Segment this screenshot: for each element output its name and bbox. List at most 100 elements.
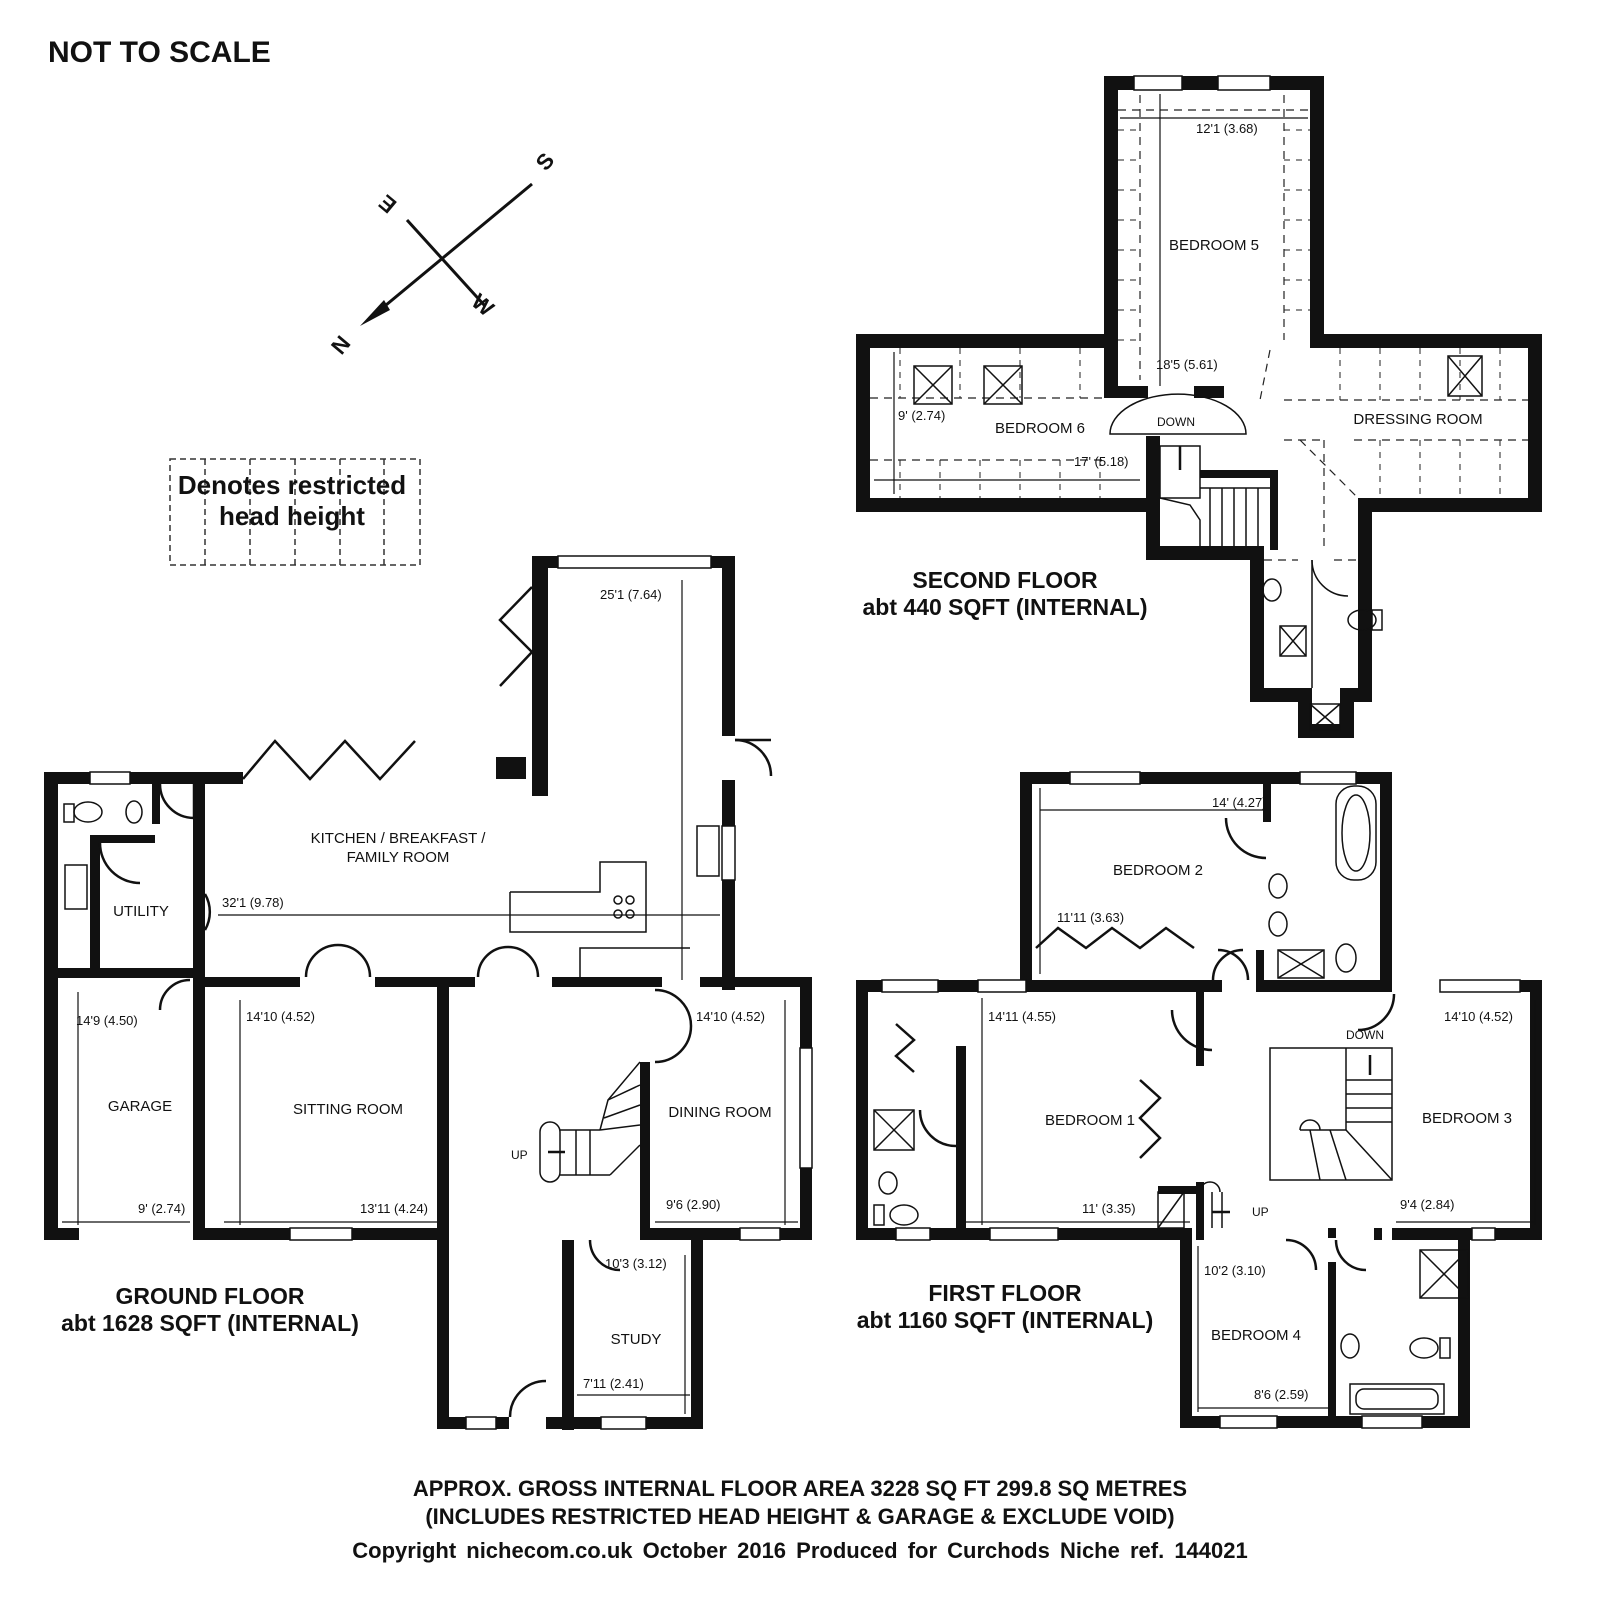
toilet-icon [73, 801, 103, 823]
footer-includes-line: (INCLUDES RESTRICTED HEAD HEIGHT & GARAG… [425, 1504, 1175, 1529]
bath-icon [1349, 1383, 1445, 1415]
dim-bed2-height: 11'11 (3.63) [1057, 910, 1124, 925]
dim-bed4-height: 10'2 (3.10) [1204, 1263, 1266, 1278]
first-floor-walls [856, 772, 1542, 1428]
compass-w: W [467, 289, 499, 322]
second-floor-dimension-lines [874, 94, 1308, 494]
room-label-utility: UTILITY [113, 903, 169, 920]
footer-copyright-line: Copyright nichecom.co.uk October 2016 Pr… [352, 1538, 1248, 1563]
stairs-up-label: UP [1252, 1205, 1269, 1219]
dim-bed1-width: 11' (3.35) [1082, 1201, 1136, 1216]
compass-s: S [531, 148, 560, 175]
skylight-icon [1447, 355, 1483, 397]
ground-floor-walls [44, 556, 812, 1430]
legend-line1: Denotes restricted [177, 470, 407, 500]
shower-icon [1277, 949, 1325, 979]
first-floor-plan: BEDROOM 2 BEDROOM 1 BEDROOM 3 BEDROOM 4 … [856, 771, 1542, 1429]
room-label-bedroom3: BEDROOM 3 [1422, 1110, 1512, 1127]
skylight-icon [983, 365, 1023, 405]
compass: S E W N [326, 148, 559, 359]
room-label-bedroom1: BEDROOM 1 [1045, 1112, 1135, 1129]
room-label-kitchen-line2: FAMILY ROOM [347, 849, 450, 866]
dim-study-width: 7'11 (2.41) [583, 1376, 644, 1391]
dim-bed2-width: 14' (4.27) [1212, 795, 1267, 810]
ground-floor-windows [89, 555, 813, 1430]
dim-sitting-height: 14'10 (4.52) [246, 1009, 315, 1024]
kitchen-island [509, 861, 647, 933]
room-label-garage: GARAGE [108, 1098, 172, 1115]
room-label-study: STUDY [611, 1331, 662, 1348]
toilet-icon [1347, 609, 1377, 631]
stairs-up-label: UP [511, 1148, 528, 1162]
ground-floor-dimension-lines [62, 580, 798, 1414]
second-floor-restricted-head-height [870, 95, 1528, 561]
stairs-down-label: DOWN [1157, 415, 1195, 429]
ground-floor-doors [98, 586, 773, 1418]
first-floor-area: abt 1160 SQFT (INTERNAL) [856, 1307, 1154, 1333]
basin-icon [125, 800, 143, 824]
basin-icon [1268, 873, 1288, 899]
second-floor-fixtures [913, 355, 1483, 731]
dim-bed3-height: 14'10 (4.52) [1444, 1009, 1513, 1024]
first-floor-doors [894, 817, 1396, 1272]
room-label-sitting: SITTING ROOM [293, 1101, 403, 1118]
not-to-scale-label: NOT TO SCALE [48, 36, 271, 69]
dim-bed5-width: 12'1 (3.68) [1196, 121, 1258, 136]
second-floor-plan: BEDROOM 5 BEDROOM 6 DRESSING ROOM DOWN 1… [856, 75, 1542, 738]
kitchen-sink-icon [696, 825, 720, 877]
second-floor-title: SECOND FLOOR [912, 567, 1098, 593]
sink-icon [64, 864, 88, 910]
dim-bed6-height: 9' (2.74) [898, 408, 945, 423]
toilet-icon [889, 1204, 919, 1226]
second-floor-walls [856, 76, 1542, 738]
toilet-icon [1409, 1337, 1439, 1359]
room-label-kitchen-line1: KITCHEN / BREAKFAST / [311, 830, 487, 847]
shower-icon [873, 1109, 915, 1151]
dim-bed4-width: 8'6 (2.59) [1254, 1387, 1309, 1402]
skylight-icon [1279, 625, 1307, 657]
stairs-down-label: DOWN [1346, 1028, 1384, 1042]
room-label-bedroom2: BEDROOM 2 [1113, 862, 1203, 879]
first-floor-title: FIRST FLOOR [928, 1280, 1082, 1306]
legend-line2: head height [219, 501, 365, 531]
dim-kitchen-width: 32'1 (9.78) [222, 895, 284, 910]
second-floor-windows [1133, 75, 1271, 91]
dim-bed3-width: 9'4 (2.84) [1400, 1197, 1455, 1212]
dim-dining-height: 14'10 (4.52) [696, 1009, 765, 1024]
second-floor-title-block: SECOND FLOOR abt 440 SQFT (INTERNAL) [840, 567, 1170, 621]
dim-sitting-width: 13'11 (4.24) [360, 1201, 428, 1216]
staircase [539, 1061, 641, 1183]
hatch-arch [1109, 393, 1247, 435]
dim-garage-width: 9' (2.74) [138, 1201, 185, 1216]
room-label-dining: DINING ROOM [668, 1104, 771, 1121]
bath-icon [1335, 785, 1377, 881]
ground-floor-title: GROUND FLOOR [115, 1283, 305, 1309]
first-floor-dimension-lines [966, 788, 1536, 1412]
legend-text: Denotes restricted head height [170, 470, 414, 532]
compass-n: N [326, 331, 355, 359]
room-label-bedroom4: BEDROOM 4 [1211, 1327, 1301, 1344]
skylight-icon [913, 365, 953, 405]
first-floor-windows [881, 771, 1521, 1429]
skylight-icon [1309, 703, 1341, 731]
compass-e: E [374, 190, 401, 219]
second-floor-area: abt 440 SQFT (INTERNAL) [862, 594, 1148, 620]
room-label-bedroom6: BEDROOM 6 [995, 420, 1085, 437]
ground-floor-plan: KITCHEN / BREAKFAST / FAMILY ROOM UTILIT… [44, 555, 813, 1430]
dim-garage-height: 14'9 (4.50) [76, 1013, 138, 1028]
dim-study-height: 10'3 (3.12) [605, 1256, 667, 1271]
dim-dining-width: 9'6 (2.90) [666, 1197, 721, 1212]
staircase [1157, 1047, 1393, 1229]
dim-bed5-height: 18'5 (5.61) [1156, 357, 1218, 372]
toilet-icon [1335, 943, 1357, 973]
second-floor-hatching [899, 129, 1501, 498]
ground-floor-title-block: GROUND FLOOR abt 1628 SQFT (INTERNAL) [30, 1283, 390, 1337]
dim-bed6-width: 17' (5.18) [1074, 454, 1129, 469]
ground-floor-area: abt 1628 SQFT (INTERNAL) [61, 1310, 359, 1336]
hob-icon [613, 909, 623, 919]
restricted-head-height-legend-box [169, 458, 421, 566]
room-label-dressing: DRESSING ROOM [1353, 411, 1482, 428]
north-arrow-icon [360, 300, 390, 326]
dim-bed1-height: 14'11 (4.55) [988, 1009, 1056, 1024]
